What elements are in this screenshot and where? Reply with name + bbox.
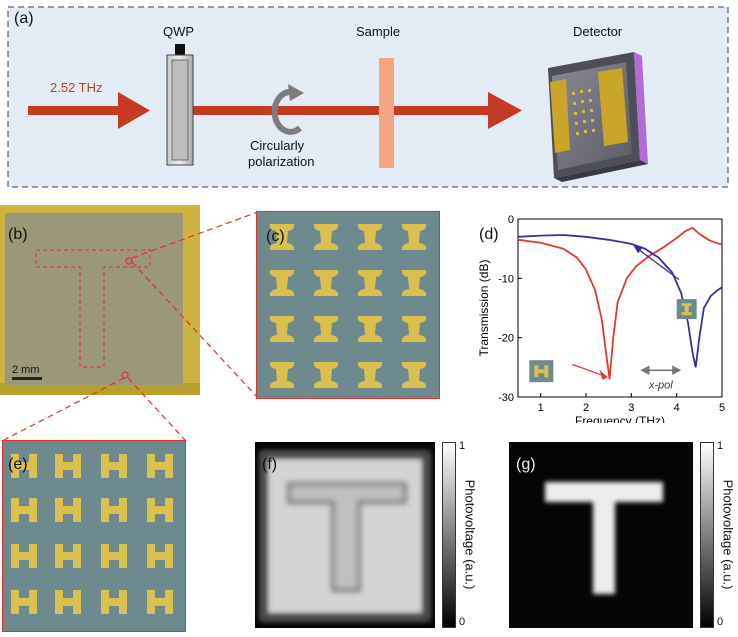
x-tick-label: 5 xyxy=(719,402,725,414)
x-pol-arrowhead-left xyxy=(640,365,650,376)
colorbar-f-min: 0 xyxy=(459,616,466,628)
photovoltage-map-g xyxy=(509,442,693,628)
colorbar-f-max: 1 xyxy=(459,440,466,452)
x-tick-label: 2 xyxy=(583,402,589,414)
red-annotation-arrow xyxy=(572,363,607,378)
colorbar-g-max: 1 xyxy=(717,440,724,452)
micrograph-c xyxy=(256,211,440,399)
series-line-2 xyxy=(517,234,723,368)
blue-annotation-arrow xyxy=(635,246,680,281)
x-tick-label: 3 xyxy=(628,402,634,414)
qwp-label: QWP xyxy=(163,24,195,39)
panel-e-label: (e) xyxy=(8,456,28,473)
colorbar-g-min: 0 xyxy=(717,616,724,628)
zoom-marker-e xyxy=(121,371,129,379)
scale-bar-label: 2 mm xyxy=(12,364,40,376)
x-pol-label: x-pol xyxy=(648,380,673,392)
colorbar-f-title: Photovoltage (a.u.) xyxy=(462,479,478,590)
setup-panel xyxy=(7,6,729,188)
red-arrowhead xyxy=(599,369,608,380)
beam-arrow-right xyxy=(488,92,522,129)
x-axis-label: Frequency (THz) xyxy=(575,414,665,423)
x-tick-label: 1 xyxy=(538,402,544,414)
panel-b-label: (b) xyxy=(8,226,28,243)
x-tick-label: 4 xyxy=(674,402,680,414)
detector-chip xyxy=(548,52,648,182)
panel-d-label: (d) xyxy=(479,226,499,243)
blue-arrowhead xyxy=(633,245,643,254)
beam-arrow-left xyxy=(118,92,150,129)
panel-c-label: (c) xyxy=(266,228,285,245)
panel-g-label: (g) xyxy=(516,456,536,473)
micrograph-e xyxy=(2,440,186,632)
y-axis-label: Transmission (dB) xyxy=(477,260,491,357)
colorbar-g-title: Photovoltage (a.u.) xyxy=(720,479,736,590)
zoom-marker-c xyxy=(125,257,133,265)
polarization-label-line1: Circularly xyxy=(250,138,305,153)
photovoltage-map-f xyxy=(255,442,435,628)
polarization-label-line2: polarization xyxy=(248,154,315,169)
sample-surface xyxy=(5,213,183,385)
sample-label: Sample xyxy=(356,24,401,39)
colorbar-f xyxy=(442,442,456,628)
beam-main xyxy=(190,106,505,115)
y-tick-label: -30 xyxy=(498,392,514,404)
qwp-plate xyxy=(166,44,194,166)
frequency-label: 2.52 THz xyxy=(50,80,103,95)
y-tick-label: -20 xyxy=(498,333,514,345)
x-pol-arrowhead-right xyxy=(672,365,682,376)
panel-a-label: (a) xyxy=(14,10,34,27)
scale-bar xyxy=(12,377,42,380)
detector-label: Detector xyxy=(573,24,623,39)
series-line-1 xyxy=(517,226,723,380)
i-shape-icon xyxy=(681,303,692,316)
circular-polarization-icon xyxy=(271,84,304,135)
y-tick-label: 0 xyxy=(508,214,514,226)
panel-f-label: (f) xyxy=(262,456,278,473)
y-tick-label: -10 xyxy=(498,273,514,285)
beam-left xyxy=(28,106,138,115)
sample-slab xyxy=(379,58,394,168)
colorbar-g xyxy=(700,442,714,628)
h-shape-icon xyxy=(534,365,549,378)
